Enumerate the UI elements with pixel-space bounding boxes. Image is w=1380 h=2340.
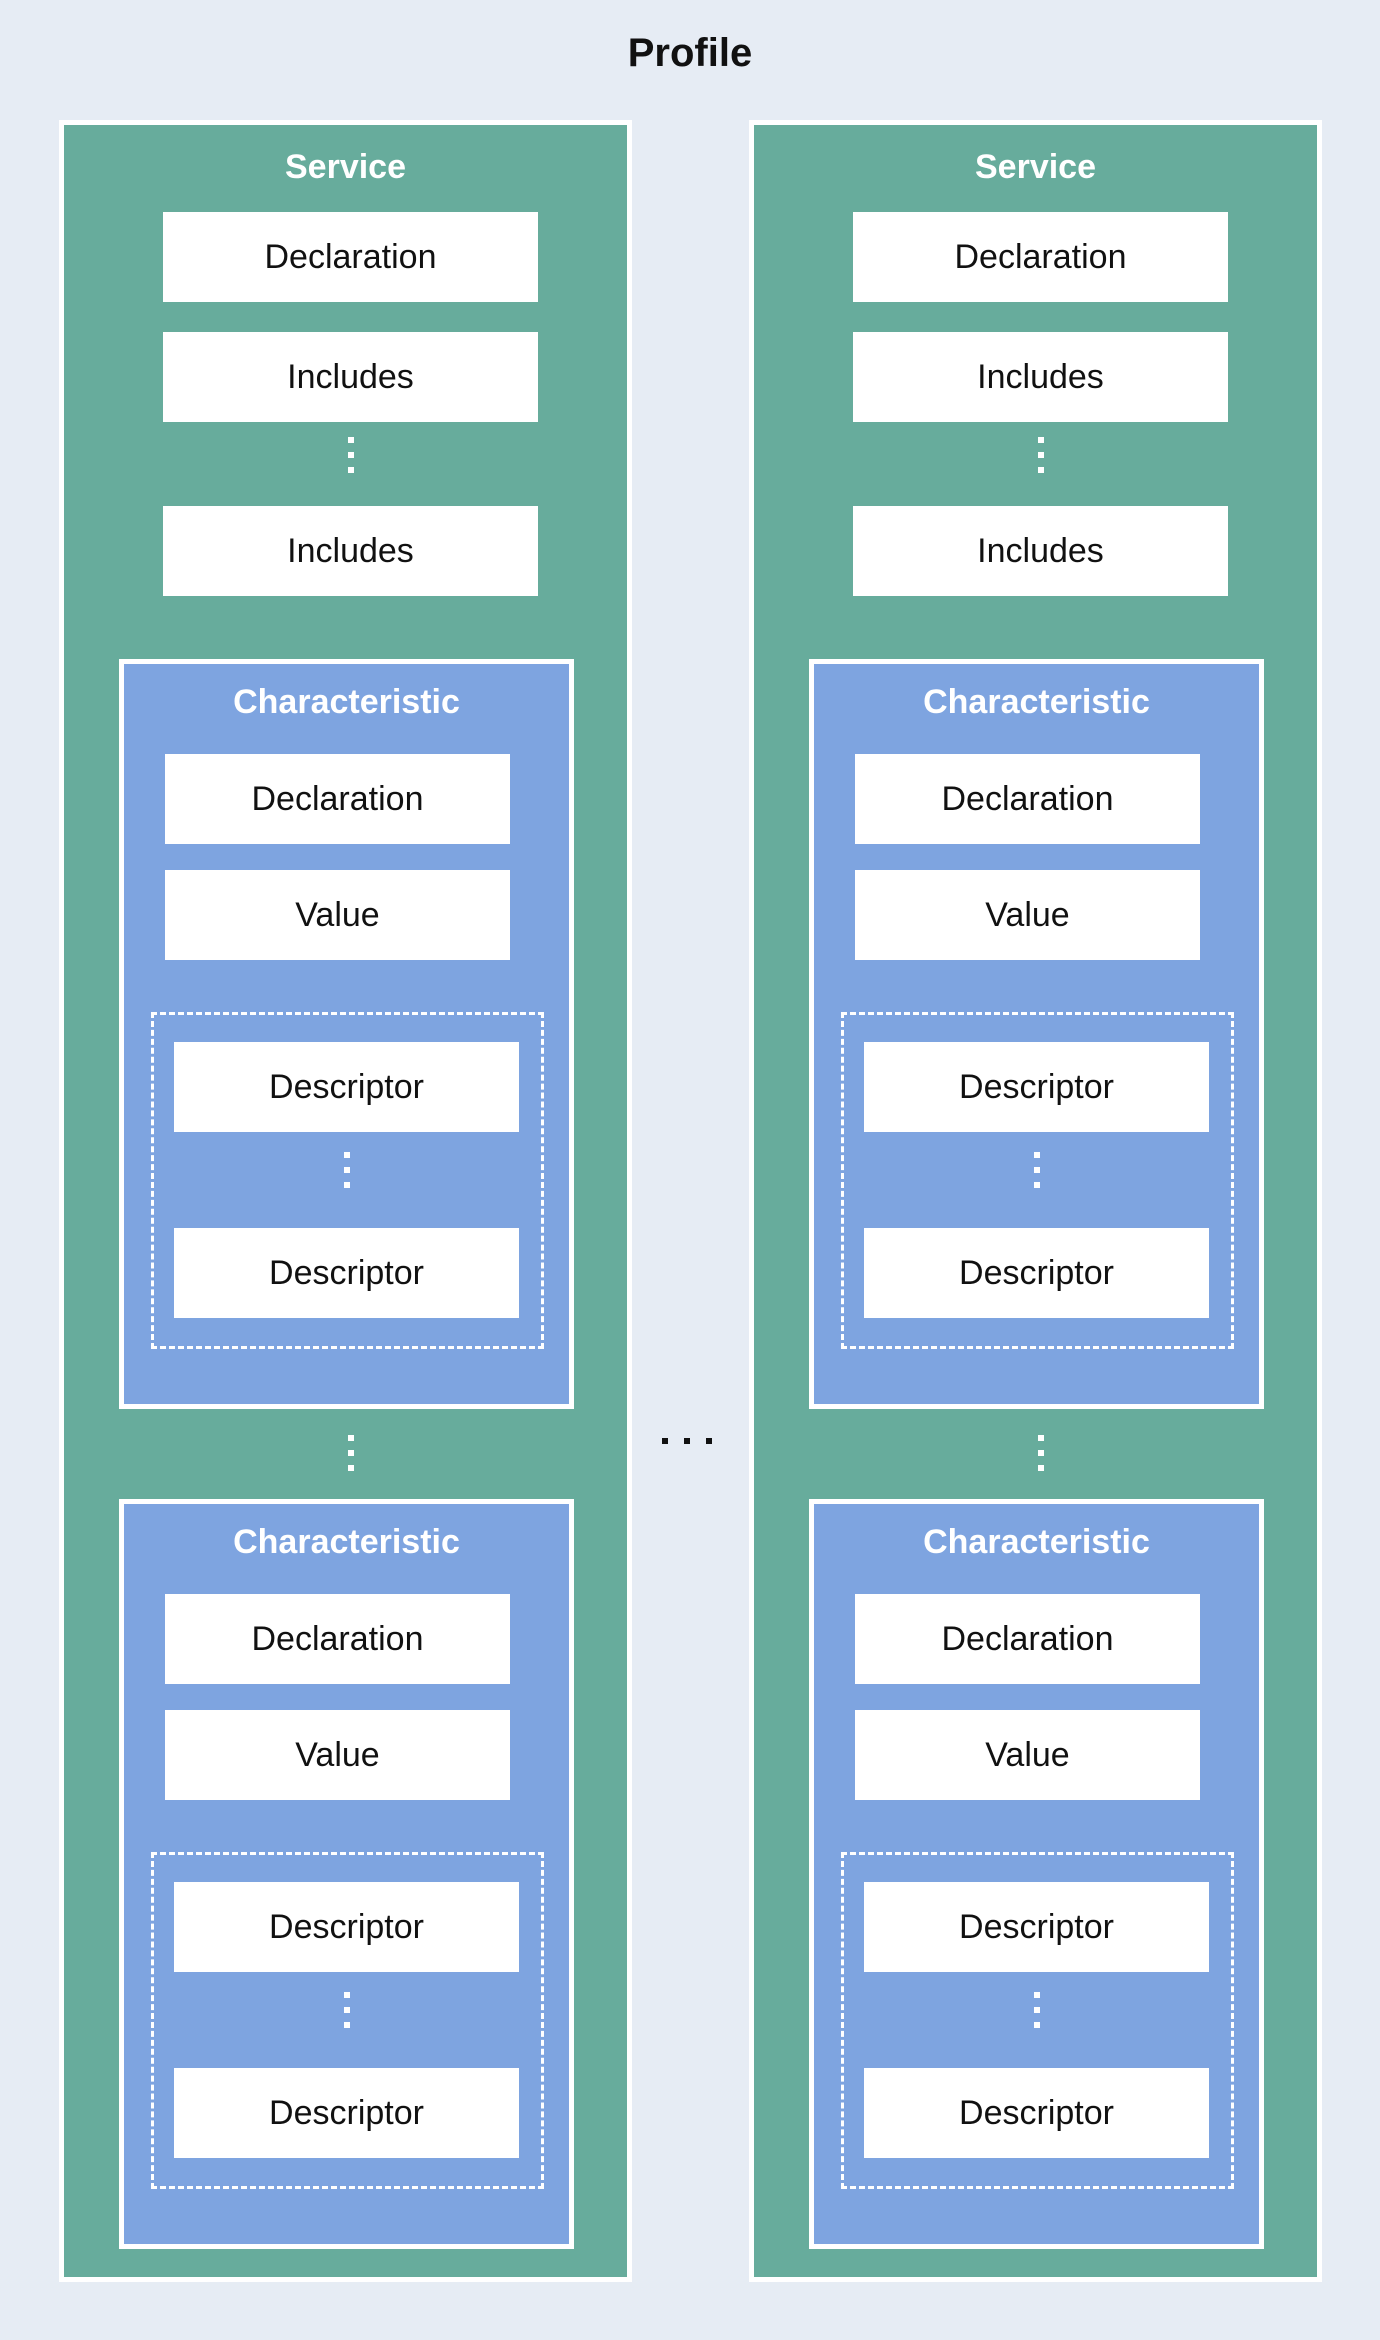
descriptor-box: Descriptor xyxy=(174,1042,519,1132)
descriptor-box: Descriptor xyxy=(174,1228,519,1318)
service-title: Service xyxy=(285,148,406,186)
characteristic-ellipsis xyxy=(1037,1435,1045,1480)
service-block: Service Declaration Includes Includes Ch… xyxy=(749,120,1322,2282)
characteristic-declaration-box: Declaration xyxy=(855,1594,1200,1684)
characteristic-value-box: Value xyxy=(855,870,1200,960)
characteristic-block: Characteristic Declaration Value Descrip… xyxy=(119,1499,574,2249)
service-declaration-box: Declaration xyxy=(853,212,1228,302)
includes-ellipsis xyxy=(347,437,355,482)
characteristic-declaration-box: Declaration xyxy=(165,754,510,844)
characteristic-declaration-box: Declaration xyxy=(165,1594,510,1684)
includes-ellipsis xyxy=(1037,437,1045,482)
descriptor-group: Descriptor Descriptor xyxy=(841,1012,1234,1349)
characteristic-title: Characteristic xyxy=(233,683,460,721)
characteristic-block: Characteristic Declaration Value Descrip… xyxy=(809,659,1264,1409)
characteristic-value-box: Value xyxy=(165,870,510,960)
service-includes-box: Includes xyxy=(853,506,1228,596)
descriptor-group: Descriptor Descriptor xyxy=(151,1012,544,1349)
descriptor-group: Descriptor Descriptor xyxy=(841,1852,1234,2189)
service-includes-box: Includes xyxy=(853,332,1228,422)
descriptor-box: Descriptor xyxy=(174,2068,519,2158)
profile-title: Profile xyxy=(627,31,753,75)
descriptor-box: Descriptor xyxy=(864,1042,1209,1132)
characteristic-title: Characteristic xyxy=(233,1523,460,1561)
service-title: Service xyxy=(975,148,1096,186)
service-block: Service Declaration Includes Includes Ch… xyxy=(59,120,632,2282)
characteristic-value-box: Value xyxy=(855,1710,1200,1800)
descriptor-box: Descriptor xyxy=(174,1882,519,1972)
service-includes-box: Includes xyxy=(163,332,538,422)
descriptor-ellipsis xyxy=(343,1152,351,1197)
characteristic-value-box: Value xyxy=(165,1710,510,1800)
descriptor-ellipsis xyxy=(343,1992,351,2037)
characteristic-ellipsis xyxy=(347,1435,355,1480)
characteristic-declaration-box: Declaration xyxy=(855,754,1200,844)
services-ellipsis xyxy=(662,1438,728,1444)
characteristic-block: Characteristic Declaration Value Descrip… xyxy=(119,659,574,1409)
characteristic-block: Characteristic Declaration Value Descrip… xyxy=(809,1499,1264,2249)
descriptor-box: Descriptor xyxy=(864,1882,1209,1972)
service-declaration-box: Declaration xyxy=(163,212,538,302)
service-includes-box: Includes xyxy=(163,506,538,596)
descriptor-ellipsis xyxy=(1033,1152,1041,1197)
descriptor-box: Descriptor xyxy=(864,2068,1209,2158)
descriptor-ellipsis xyxy=(1033,1992,1041,2037)
descriptor-group: Descriptor Descriptor xyxy=(151,1852,544,2189)
characteristic-title: Characteristic xyxy=(923,1523,1150,1561)
characteristic-title: Characteristic xyxy=(923,683,1150,721)
descriptor-box: Descriptor xyxy=(864,1228,1209,1318)
